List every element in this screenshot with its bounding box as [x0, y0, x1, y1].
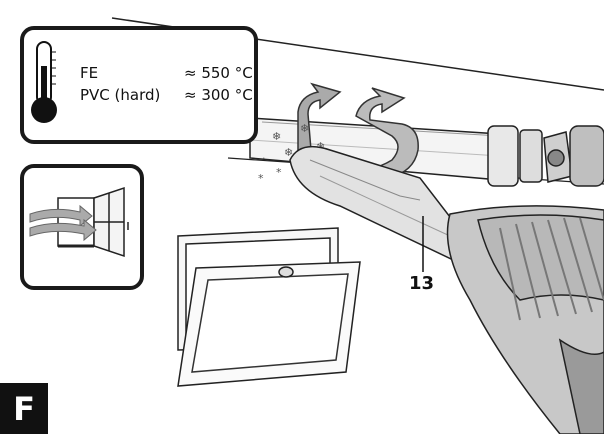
temperature-table: FE ≈ 550 °C PVC (hard) ≈ 300 °C	[80, 62, 253, 106]
svg-text:*: *	[258, 172, 264, 185]
svg-text:·: ·	[262, 152, 266, 165]
material-label: PVC (hard)	[80, 86, 161, 104]
figure-label: F	[0, 383, 48, 434]
hot-air-arrows	[297, 82, 419, 179]
window-frame	[177, 227, 361, 387]
svg-text:❄: ❄	[316, 140, 325, 153]
temperature-row-fe: FE ≈ 550 °C	[80, 62, 253, 84]
svg-text:❄: ❄	[284, 146, 293, 159]
svg-text:❄: ❄	[272, 130, 281, 143]
heat-gun	[289, 145, 604, 435]
cold-air-particles: ❄ ❄ ❄ ❄ · * *	[258, 122, 325, 185]
ventilation-icon-box	[20, 164, 144, 290]
temperature-row-pvc: PVC (hard) ≈ 300 °C	[80, 84, 253, 106]
material-label: FE	[80, 64, 99, 82]
svg-text:❄: ❄	[300, 122, 309, 135]
ventilate-window-icon	[29, 186, 129, 258]
temperature-value: ≈ 550 °C	[184, 64, 253, 82]
callout-number: 13	[409, 273, 435, 294]
temperature-info-box	[20, 26, 258, 144]
svg-text:*: *	[276, 166, 282, 179]
pipe	[249, 117, 604, 187]
thermometer-icon-overlay	[31, 41, 57, 123]
temperature-value: ≈ 300 °C	[184, 86, 253, 104]
